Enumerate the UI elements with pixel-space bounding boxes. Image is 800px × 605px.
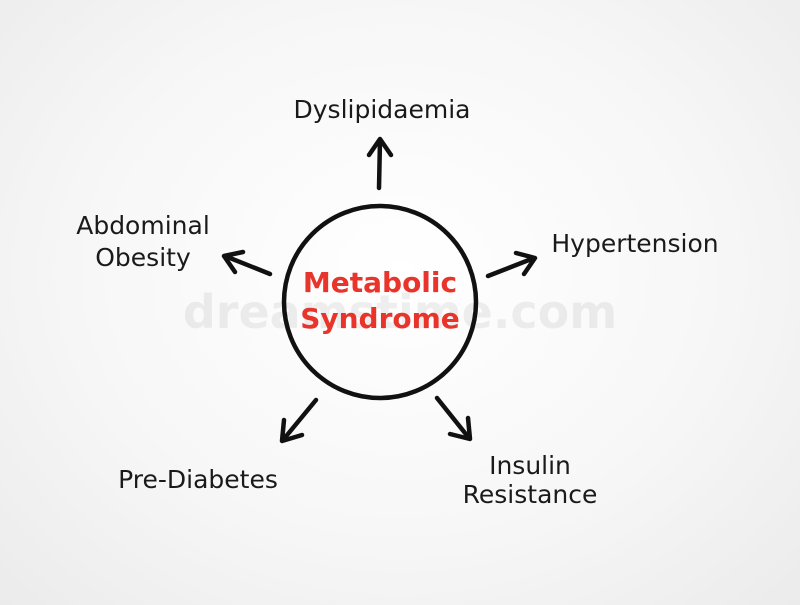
label-pre-diabetes: Pre-Diabetes — [118, 465, 278, 494]
arrow-left — [221, 249, 273, 277]
center-label-line2: Syndrome — [300, 302, 460, 335]
arrow-right — [485, 250, 538, 279]
arrow-bottom-left — [279, 397, 319, 444]
center-circle — [281, 203, 479, 401]
arrow-top — [366, 136, 394, 191]
label-obesity: Obesity — [95, 243, 191, 272]
label-resistance: Resistance — [463, 480, 598, 509]
label-dyslipidaemia: Dyslipidaemia — [294, 95, 471, 124]
watermark: dreamstime.com — [183, 285, 617, 339]
label-hypertension: Hypertension — [551, 229, 718, 258]
label-abdominal: Abdominal — [76, 211, 210, 240]
label-insulin: Insulin — [489, 451, 571, 480]
arrow-bottom-right — [434, 395, 473, 442]
center-label-line1: Metabolic — [303, 266, 457, 299]
